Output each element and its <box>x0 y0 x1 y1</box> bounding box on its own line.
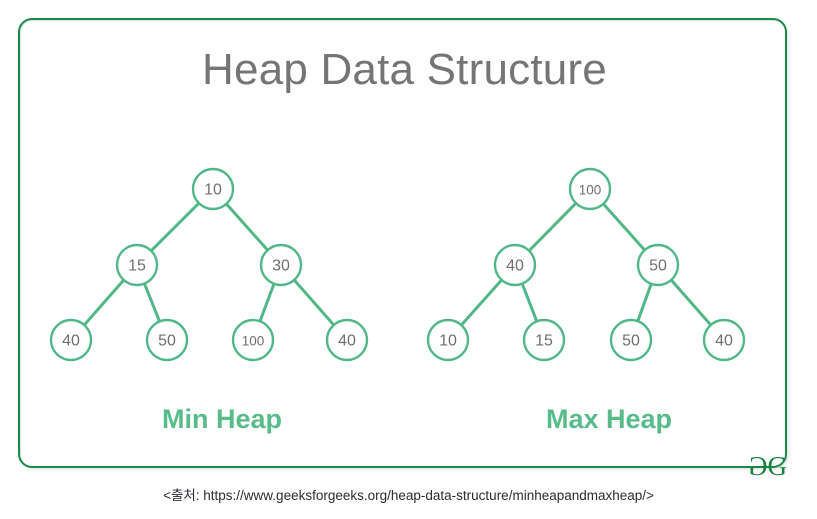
tree-node: 10 <box>426 318 470 362</box>
tree-edge <box>292 278 336 327</box>
geeksforgeeks-logo-icon: GG <box>726 450 787 482</box>
max-heap-tree: 100 40 50 10 15 50 40 <box>426 167 746 362</box>
tree-node-circle <box>191 167 235 211</box>
tree-node-circle <box>493 243 537 287</box>
tree-node-circle <box>145 318 189 362</box>
tree-edge <box>601 202 647 252</box>
tree-node-circle <box>609 318 653 362</box>
tree-node: 40 <box>493 243 537 287</box>
tree-node-label: 40 <box>506 258 524 275</box>
tree-node-circle <box>636 243 680 287</box>
tree-edge <box>149 201 201 253</box>
tree-node-label: 50 <box>622 333 640 350</box>
tree-node: 15 <box>115 243 159 287</box>
tree-edge <box>527 201 578 253</box>
tree-edge <box>224 202 270 252</box>
tree-node-label: 40 <box>62 333 80 350</box>
tree-edge <box>82 278 126 327</box>
tree-edge <box>636 282 653 323</box>
tree-node-label: 100 <box>242 334 265 349</box>
tree-node-label: 100 <box>579 183 602 198</box>
tree-node-circle <box>702 318 746 362</box>
tree-edge <box>142 282 162 323</box>
tree-node-label: 10 <box>439 333 457 350</box>
tree-edge <box>520 282 539 323</box>
tree-node: 100 <box>568 167 612 211</box>
tree-node-label: 30 <box>272 258 290 275</box>
tree-edge <box>669 278 713 327</box>
tree-node-label: 50 <box>649 258 667 275</box>
page-title: Heap Data Structure <box>202 45 607 94</box>
heap-trees-canvas: 10 15 30 40 50 100 40 100 40 50 10 15 50 40 <box>49 167 746 362</box>
tree-node: 40 <box>325 318 369 362</box>
tree-node: 15 <box>522 318 566 362</box>
tree-node-circle <box>231 318 275 362</box>
tree-node-label: 15 <box>128 258 146 275</box>
tree-node: 50 <box>609 318 653 362</box>
tree-node-label: 50 <box>158 333 176 350</box>
tree-node-circle <box>568 167 612 211</box>
tree-node-circle <box>49 318 93 362</box>
tree-node: 100 <box>231 318 275 362</box>
min-heap-caption: Min Heap <box>161 404 282 434</box>
tree-node-circle <box>426 318 470 362</box>
tree-node-circle <box>522 318 566 362</box>
tree-edge <box>258 282 276 323</box>
tree-node-label: 40 <box>715 333 733 350</box>
tree-edge <box>459 278 504 327</box>
max-heap-caption: Max Heap <box>545 404 673 434</box>
tree-node: 40 <box>702 318 746 362</box>
min-heap-tree: 10 15 30 40 50 100 40 <box>49 167 369 362</box>
source-caption: <출처: https://www.geeksforgeeks.org/heap-… <box>163 488 654 503</box>
tree-node: 40 <box>49 318 93 362</box>
tree-node: 30 <box>259 243 303 287</box>
heap-figure-card: Heap Data Structure 10 15 30 40 50 100 40 100 4… <box>18 18 787 481</box>
tree-node-circle <box>325 318 369 362</box>
logo-mark-left: G <box>749 451 768 481</box>
tree-node: 10 <box>191 167 235 211</box>
tree-node-circle <box>115 243 159 287</box>
logo-mark-right: G <box>767 451 787 481</box>
tree-node: 50 <box>636 243 680 287</box>
tree-node-label: 40 <box>338 333 356 350</box>
tree-node-circle <box>259 243 303 287</box>
tree-node-label: 15 <box>535 333 553 350</box>
tree-node: 50 <box>145 318 189 362</box>
tree-node-label: 10 <box>204 182 222 199</box>
